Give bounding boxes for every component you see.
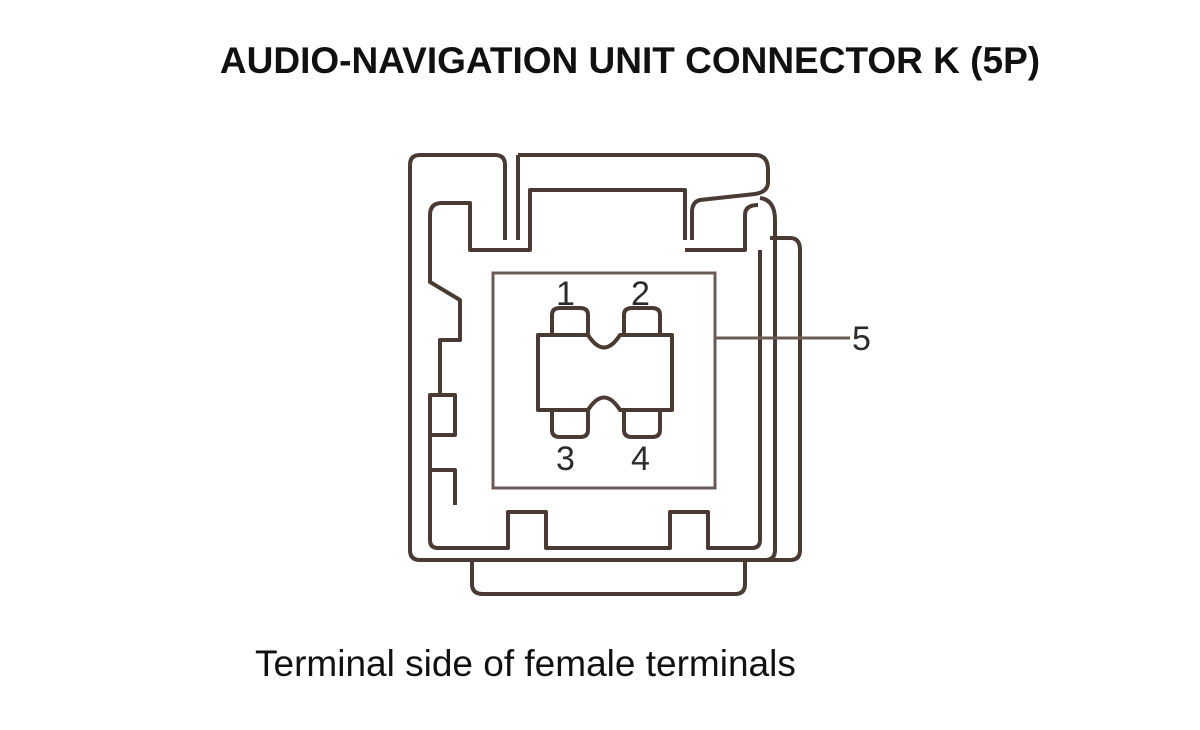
pin-1-slot: [550, 306, 590, 335]
pin-label-5: 5: [852, 320, 871, 358]
pin-2-slot: [622, 306, 662, 335]
pin-4-slot: [622, 410, 662, 439]
pin-label-1: 1: [556, 275, 575, 313]
pin-label-2: 2: [631, 275, 650, 313]
pin-3-slot: [550, 410, 590, 439]
housing-front-outline: [408, 153, 777, 562]
side-notch: [430, 393, 457, 505]
terminal-block: [536, 333, 674, 412]
pin-label-3: 3: [556, 440, 575, 478]
terminal-face: [491, 271, 717, 490]
inner-wall: [428, 201, 762, 550]
diagram-caption: Terminal side of female terminals: [255, 643, 796, 684]
top-latch: [516, 153, 770, 240]
pin-label-4: 4: [631, 440, 650, 478]
diagram-title: AUDIO-NAVIGATION UNIT CONNECTOR K (5P): [219, 40, 1041, 81]
